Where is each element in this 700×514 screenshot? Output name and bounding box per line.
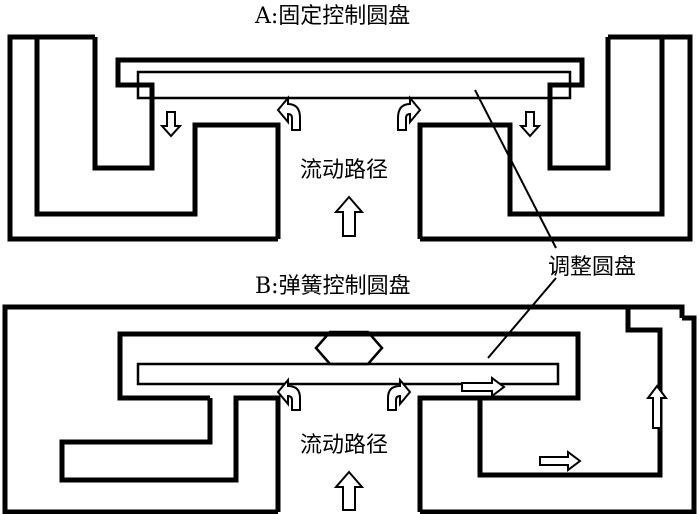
valve-a-adjust-disk xyxy=(136,70,572,100)
valve-b-adjust-disk xyxy=(136,362,560,386)
valve-b-curved-arrow-left xyxy=(276,377,301,411)
valve-a-channel-right xyxy=(417,37,665,239)
valve-a-down-arrow-left xyxy=(159,111,183,138)
title-b: B:弹簧控制圆盘 xyxy=(255,274,411,299)
leader-line-a xyxy=(474,89,557,249)
valve-b-flow-up-arrow xyxy=(333,470,365,511)
valve-a-outer-body-right xyxy=(420,34,693,242)
valve-a xyxy=(7,34,693,242)
flow-path-label-b: 流动路径 xyxy=(300,433,389,458)
valve-b-channel-left xyxy=(59,395,281,512)
valve-a-flow-up-arrow xyxy=(333,195,365,237)
title-a: A:固定控制圆盘 xyxy=(255,4,411,29)
leader-line-b xyxy=(487,277,557,359)
valve-b-channel-right xyxy=(417,395,478,512)
valve-b-right-arrow-upper xyxy=(461,376,506,398)
valve-b xyxy=(2,304,697,514)
valve-a-outer-body xyxy=(7,34,278,242)
valve-a-down-arrow-right xyxy=(518,111,542,138)
valve-b-spring xyxy=(314,330,384,366)
flow-path-label-a: 流动路径 xyxy=(300,158,389,183)
valve-b-up-arrow-right xyxy=(646,384,668,429)
valve-a-channel-left xyxy=(34,37,281,239)
adjust-disk-label: 调整圆盘 xyxy=(548,255,637,280)
valve-b-right-arrow-lower xyxy=(539,450,582,472)
valve-b-curved-arrow-right xyxy=(387,377,412,411)
valve-b-outer-body xyxy=(2,304,685,514)
valve-b-inner-chamber xyxy=(117,307,663,478)
valve-a-curved-arrow-left xyxy=(276,95,301,131)
valve-b-outer-body-right xyxy=(420,315,697,514)
valve-a-curved-arrow-right xyxy=(397,95,422,131)
valve-a-inner-passage-left xyxy=(92,37,611,171)
